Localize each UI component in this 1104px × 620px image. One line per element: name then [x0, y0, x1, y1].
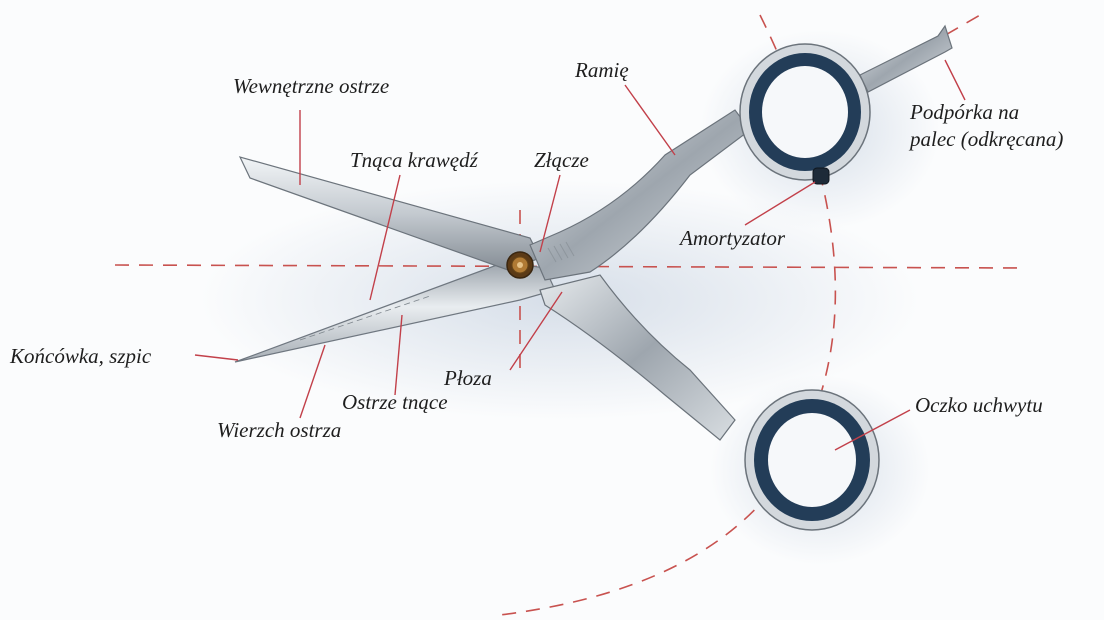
leader-finger-rest	[945, 60, 965, 100]
label-tip: Końcówka, szpic	[10, 346, 151, 367]
label-finger-rest-line2: palec (odkręcana)	[910, 129, 1063, 150]
leader-tip	[195, 355, 238, 360]
label-blade-back: Wierzch ostrza	[217, 420, 341, 441]
label-finger-ring: Oczko uchwytu	[915, 395, 1043, 416]
label-inner-blade: Wewnętrzne ostrze	[233, 76, 389, 97]
label-cutting-edge: Tnąca krawędź	[350, 150, 478, 171]
label-finger-rest-line1: Podpórka na	[910, 102, 1063, 123]
pivot-screw-center	[517, 262, 523, 268]
leader-arm	[625, 85, 675, 155]
label-arm: Ramię	[575, 60, 629, 81]
label-finger-rest: Podpórka na palec (odkręcana)	[910, 102, 1063, 150]
damper-bumper	[813, 168, 829, 184]
label-damper: Amortyzator	[680, 228, 785, 249]
label-cutting-blade: Ostrze tnące	[342, 392, 448, 413]
upper-ring-hole	[762, 66, 848, 158]
lower-ring-hole	[768, 413, 856, 507]
label-joint: Złącze	[534, 150, 589, 171]
label-runner: Płoza	[444, 368, 492, 389]
